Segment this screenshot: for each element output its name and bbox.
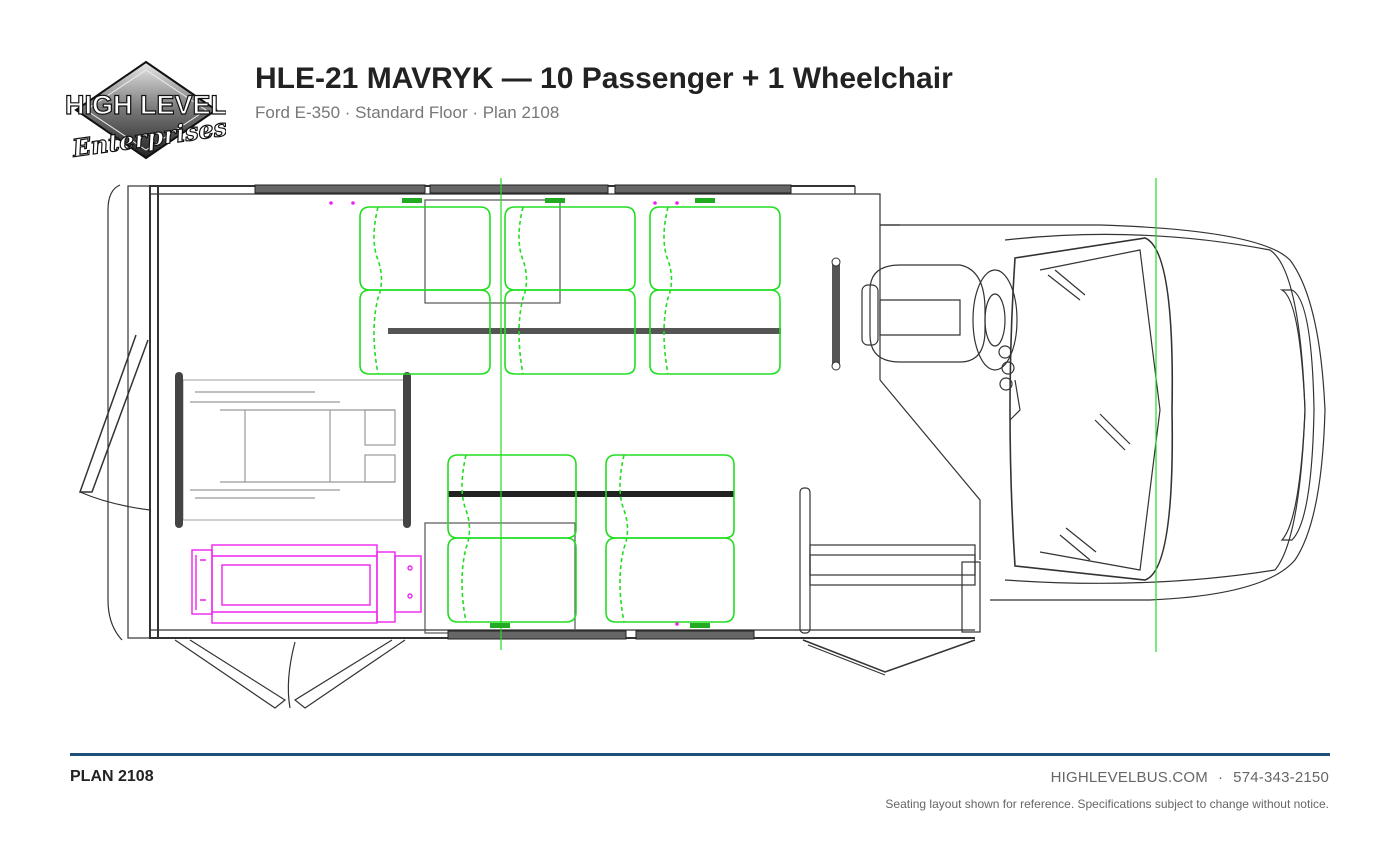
page-subtitle: Ford E-350 · Standard Floor · Plan 2108 [255, 103, 560, 122]
contact-separator: · [1217, 769, 1224, 786]
website-link[interactable]: HIGHLEVELBUS.COM [1050, 769, 1208, 786]
disclaimer-text: Seating layout shown for reference. Spec… [885, 797, 1329, 811]
passenger-seat [359, 206, 491, 375]
page-title: HLE-21 MAVRYK — 10 Passenger + 1 Wheelch… [255, 62, 953, 95]
passenger-seat [504, 206, 636, 375]
passenger-seat [447, 454, 577, 623]
passenger-seat [649, 206, 781, 375]
wheelchair-lift [191, 544, 422, 624]
logo-line1: HIGH LEVEL [66, 90, 226, 120]
phone-number[interactable]: 574-343-2150 [1233, 769, 1329, 786]
company-logo: HIGH LEVEL Enterprises [66, 60, 226, 163]
contact-info: HIGHLEVELBUS.COM · 574-343-2150 [1051, 769, 1329, 786]
plan-code: PLAN 2108 [70, 768, 154, 785]
logo-diamond-icon [74, 60, 218, 160]
passenger-seat [605, 454, 735, 623]
